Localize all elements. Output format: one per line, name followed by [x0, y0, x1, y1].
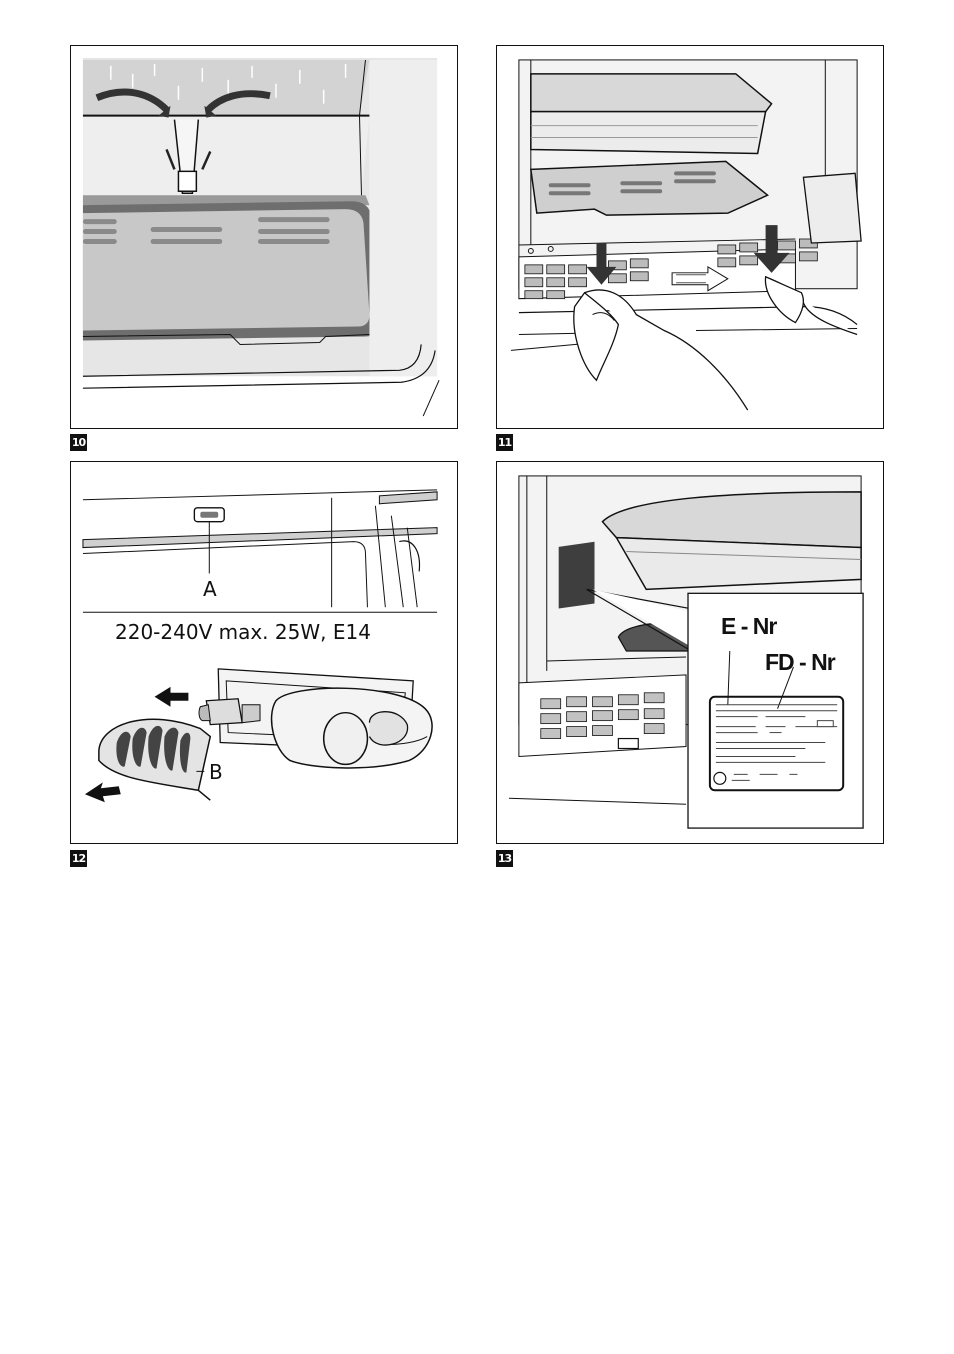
figure-12-number: 12	[70, 850, 87, 867]
figure-10-panel	[70, 45, 458, 429]
figure-11-number: 11	[496, 434, 513, 451]
callout-b: B	[209, 760, 223, 784]
figure-11-panel	[496, 45, 884, 429]
figure-12-illustration	[71, 462, 457, 843]
figure-11-illustration	[497, 46, 883, 428]
figure-12-panel: 220-240V max. 25W, E14 A B	[70, 461, 458, 844]
fd-nr-label: FD - Nr	[765, 649, 835, 676]
figure-10-number: 10	[70, 434, 87, 451]
callout-a: A	[203, 577, 217, 601]
bulb-spec-label: 220-240V max. 25W, E14	[115, 620, 371, 644]
figure-10-illustration	[71, 46, 457, 428]
e-nr-label: E - Nr	[721, 613, 776, 640]
figure-13-number: 13	[496, 850, 513, 867]
figure-13-panel: E - Nr FD - Nr	[496, 461, 884, 844]
